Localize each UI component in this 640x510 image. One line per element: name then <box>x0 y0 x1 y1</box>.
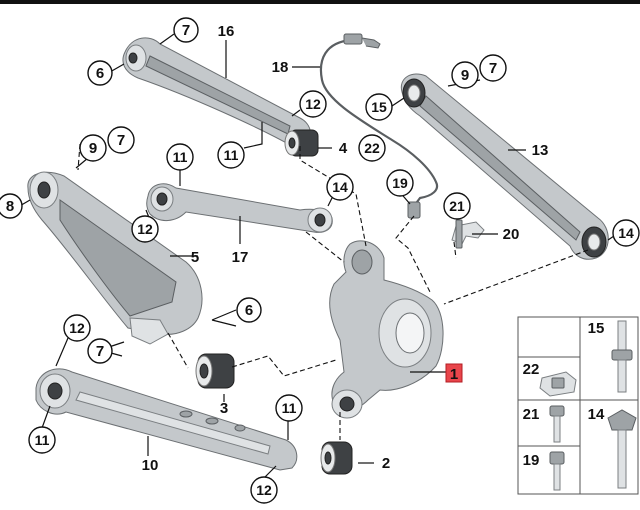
callout-21[interactable] <box>443 192 471 220</box>
callout-11-left[interactable] <box>28 426 56 454</box>
callout-12-middle-text: 12 <box>137 221 153 237</box>
callout-7-top[interactable] <box>173 17 199 43</box>
part-18-sensor-cable <box>319 33 439 219</box>
legend-19-label: 19 <box>523 452 540 469</box>
part-1-wheel-carrier <box>329 240 444 419</box>
part-20-bracket <box>451 219 485 249</box>
callout-21-text: 21 <box>449 198 465 214</box>
leader-lines <box>17 33 615 479</box>
callout-17-text[interactable]: 17 <box>232 249 249 266</box>
callout-12-bottom[interactable] <box>250 476 278 504</box>
callout-11-upper-text: 11 <box>224 147 239 163</box>
callout-19[interactable] <box>386 169 414 197</box>
callout-7-lower-text: 7 <box>96 343 104 360</box>
callout-9-left-text: 9 <box>89 140 97 157</box>
callout-18-text[interactable]: 18 <box>272 59 289 76</box>
callout-22[interactable] <box>358 134 386 162</box>
callout-7-left[interactable] <box>107 126 135 154</box>
callout-1-text: 1 <box>450 366 458 383</box>
callout-3-text[interactable]: 3 <box>220 400 228 417</box>
hardware-legend: 15 22 21 14 19 <box>517 316 639 495</box>
callout-12-upper[interactable] <box>299 90 327 118</box>
callout-11-upper[interactable] <box>217 141 245 169</box>
callout-7-top-text: 7 <box>182 22 190 39</box>
callout-11-middle[interactable] <box>166 143 194 171</box>
callout-16-text[interactable]: 16 <box>218 23 235 40</box>
part-4-bush <box>284 129 319 157</box>
callout-labels: 7 6 16 18 12 11 4 22 15 9 7 13 14 19 <box>0 17 640 504</box>
legend-21-bolt-icon <box>549 405 565 443</box>
callout-6-top[interactable] <box>87 60 113 86</box>
legend-14-label: 14 <box>588 406 605 423</box>
callout-14-right[interactable] <box>612 219 640 247</box>
legend-15-label: 15 <box>588 320 605 337</box>
callout-9-right-text: 9 <box>461 67 469 84</box>
callout-19-text: 19 <box>392 175 408 191</box>
callout-6-top-text: 6 <box>96 65 104 82</box>
callout-11-middle-text: 11 <box>173 149 188 165</box>
callout-7-right-text: 7 <box>489 60 497 77</box>
callout-12-upper-text: 12 <box>305 96 321 112</box>
callout-15[interactable] <box>365 93 393 121</box>
callout-7-right[interactable] <box>479 54 507 82</box>
callout-1-highlight[interactable] <box>445 363 463 383</box>
part-16-upper-link <box>122 37 311 147</box>
part-2-bush <box>320 441 353 475</box>
callout-14-middle-text: 14 <box>332 179 348 195</box>
part-17-link <box>146 183 333 233</box>
callout-14-middle[interactable] <box>326 173 354 201</box>
callout-8-text: 8 <box>6 198 14 215</box>
legend-22-clip-icon <box>539 371 577 397</box>
callout-12-bottom-text: 12 <box>256 482 272 498</box>
callout-20-text[interactable]: 20 <box>503 226 520 243</box>
callout-7-lower[interactable] <box>87 338 113 364</box>
callout-12-left-text: 12 <box>69 320 85 336</box>
callout-5-text[interactable]: 5 <box>191 249 199 266</box>
dashed-connectors <box>77 143 589 440</box>
legend-21-label: 21 <box>523 406 540 423</box>
callout-9-right[interactable] <box>451 61 479 89</box>
callout-4-text[interactable]: 4 <box>339 140 348 157</box>
legend-22-label: 22 <box>523 361 540 378</box>
callout-6-lower[interactable] <box>236 297 262 323</box>
part-3-bush <box>195 353 235 389</box>
callout-13-text[interactable]: 13 <box>532 142 549 159</box>
callout-2-text[interactable]: 2 <box>382 455 390 472</box>
callout-22-text: 22 <box>364 140 380 156</box>
top-border <box>0 0 640 4</box>
callout-6-lower-text: 6 <box>245 302 253 319</box>
legend-15-bolt-icon <box>611 320 633 393</box>
part-5-trailing-arm <box>27 171 203 345</box>
legend-14-bolt-icon <box>607 409 637 489</box>
callout-7-left-text: 7 <box>117 132 125 149</box>
callout-11-lower-text: 11 <box>282 400 297 416</box>
part-13-control-arm <box>400 73 609 260</box>
callout-15-text: 15 <box>371 99 387 115</box>
callout-8[interactable] <box>0 193 23 219</box>
callout-11-lower[interactable] <box>275 394 303 422</box>
callout-12-middle[interactable] <box>131 215 159 243</box>
part-10-lower-arm <box>35 368 298 471</box>
callout-10-text[interactable]: 10 <box>142 457 159 474</box>
callout-14-right-text: 14 <box>618 225 634 241</box>
callout-9-left[interactable] <box>79 134 107 162</box>
callout-11-left-text: 11 <box>35 432 50 448</box>
callout-12-left[interactable] <box>63 314 91 342</box>
legend-19-bolt-icon <box>549 451 565 491</box>
